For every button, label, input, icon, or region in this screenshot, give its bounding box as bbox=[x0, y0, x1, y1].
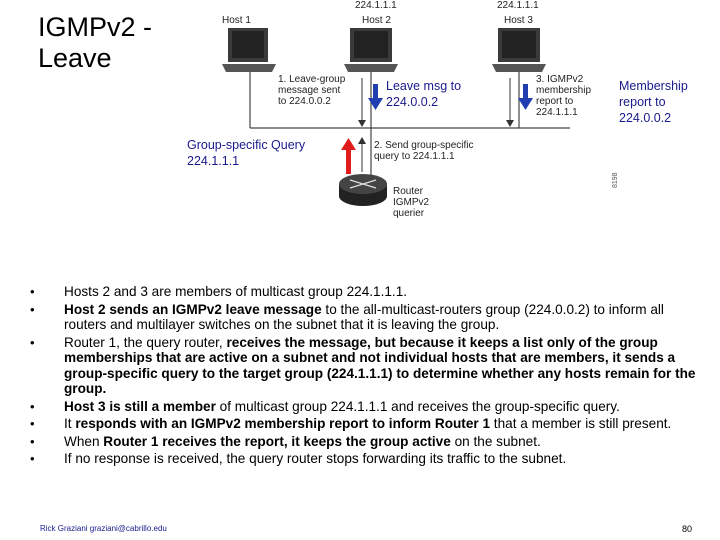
bullet-list: Hosts 2 and 3 are members of multicast g… bbox=[30, 284, 700, 469]
page-number: 80 bbox=[682, 524, 693, 534]
bullet-item: When Router 1 receives the report, it ke… bbox=[30, 434, 700, 450]
step2-label: 2. Send group-specific query to 224.1.1.… bbox=[374, 140, 474, 162]
blue-arrow-host2-down bbox=[368, 84, 383, 110]
igmp-leave-diagram bbox=[222, 28, 570, 206]
red-arrow-query-up bbox=[341, 138, 356, 174]
host1-computer-icon bbox=[222, 28, 276, 72]
step3-label: 3. IGMPv2 membership report to 224.1.1.1 bbox=[536, 74, 592, 118]
bullet-item: Host 2 sends an IGMPv2 leave message to … bbox=[30, 302, 700, 333]
host3-computer-icon bbox=[492, 28, 546, 72]
host3-label: Host 3 bbox=[504, 15, 533, 26]
callout-leave-msg: Leave msg to 224.0.0.2 bbox=[386, 79, 462, 109]
blue-arrow-host3-down bbox=[518, 84, 533, 110]
callout-membership-report: Membership report to 224.0.0.2 bbox=[619, 79, 688, 125]
figure-id: 8198 bbox=[612, 172, 619, 188]
router-label: Router IGMPv2 querier bbox=[393, 186, 430, 219]
host2-label: Host 2 bbox=[362, 15, 391, 26]
slide-title: IGMPv2 - Leave bbox=[38, 12, 153, 73]
footer-author: Rick Graziani graziani@cabrillo.edu bbox=[40, 524, 167, 533]
step1-label: 1. Leave-group message sent to 224.0.0.2 bbox=[278, 74, 346, 107]
bullet-item: Hosts 2 and 3 are members of multicast g… bbox=[30, 284, 700, 300]
group-address-label-host3: 224.1.1.1 bbox=[497, 0, 539, 11]
host1-label: Host 1 bbox=[222, 15, 251, 26]
callout-group-specific-query: Group-specific Query 224.1.1.1 bbox=[187, 138, 306, 168]
bullet-item: If no response is received, the query ro… bbox=[30, 451, 700, 467]
host2-computer-icon bbox=[344, 28, 398, 72]
bullet-item: Router 1, the query router, receives the… bbox=[30, 335, 700, 397]
bullet-item: Host 3 is still a member of multicast gr… bbox=[30, 399, 700, 415]
bullet-item: It responds with an IGMPv2 membership re… bbox=[30, 416, 700, 432]
group-address-label-host2: 224.1.1.1 bbox=[355, 0, 397, 11]
router-icon bbox=[339, 174, 387, 206]
